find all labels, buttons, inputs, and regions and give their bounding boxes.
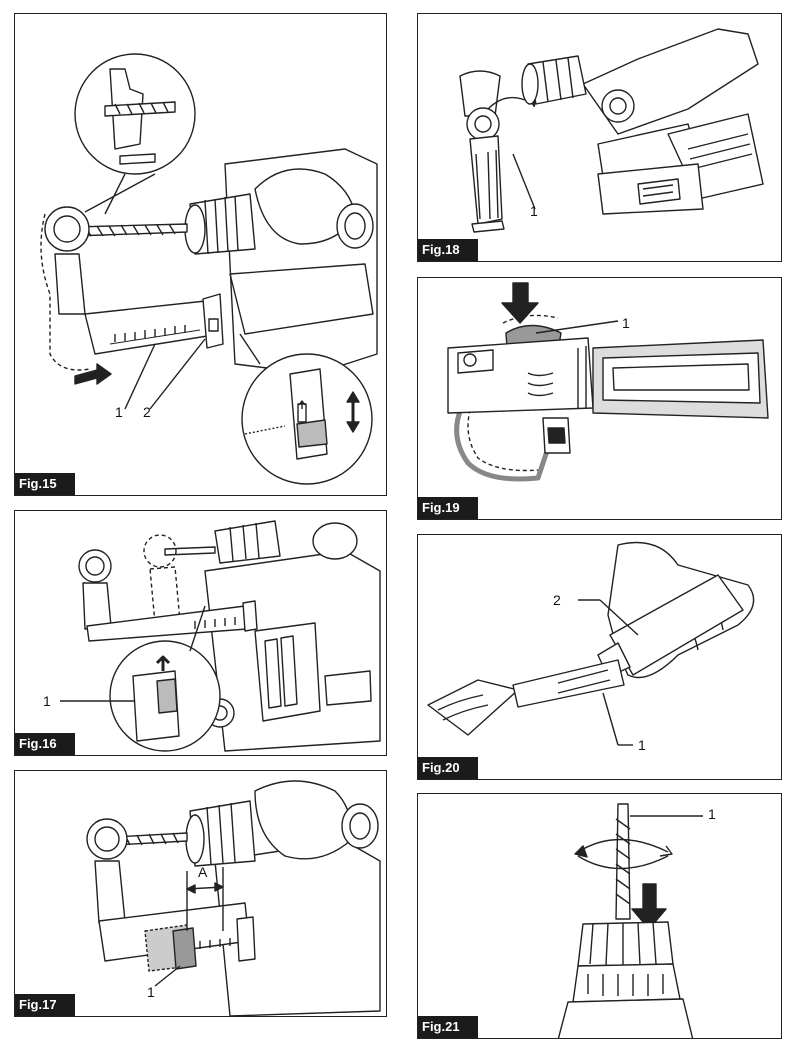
figure-label: Fig.20	[418, 757, 478, 779]
figure-18-illustration	[459, 28, 764, 233]
figure-16-panel: 1 Fig.16	[14, 510, 387, 756]
figure-label: Fig.19	[418, 497, 478, 519]
figure-15-panel: 1 2 Fig.15	[14, 13, 387, 496]
figure-20-illustration	[427, 541, 755, 746]
figure-21-illustration	[557, 803, 703, 1038]
figure-label: Fig.15	[15, 473, 75, 495]
figure-label: Fig.18	[418, 239, 478, 261]
figure-20-panel: 2 1 Fig.20	[417, 534, 782, 780]
callout-2: 2	[143, 404, 151, 420]
callout-1: 1	[708, 806, 716, 822]
figure-18-panel: 1 Fig.18	[417, 13, 782, 262]
callout-1: 1	[147, 984, 155, 1000]
callout-1: 1	[43, 693, 51, 709]
figure-17-panel: A 1 Fig.17	[14, 770, 387, 1017]
figure-label: Fig.16	[15, 733, 75, 755]
figure-19-illustration	[447, 282, 769, 482]
figure-label: Fig.17	[15, 994, 75, 1016]
callout-1: 1	[622, 315, 630, 331]
figure-19-panel: 1 Fig.19	[417, 277, 782, 520]
figure-15-illustration	[40, 53, 378, 485]
callout-2: 2	[553, 592, 561, 608]
callout-1: 1	[115, 404, 123, 420]
callout-1: 1	[638, 737, 646, 753]
figure-21-panel: 1 Fig.21	[417, 793, 782, 1039]
figure-17-illustration	[86, 780, 381, 1016]
figure-16-illustration	[60, 520, 381, 752]
callout-1: 1	[530, 203, 538, 219]
dimension-a-label: A	[198, 864, 208, 880]
figure-label: Fig.21	[418, 1016, 478, 1038]
